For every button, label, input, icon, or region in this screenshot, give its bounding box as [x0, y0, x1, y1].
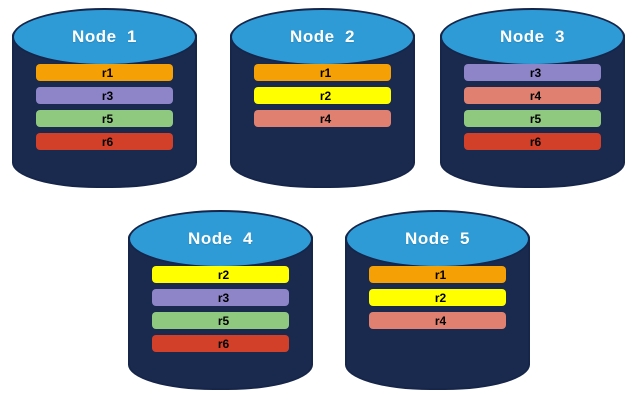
replica-label-r1: r1	[434, 267, 447, 282]
replica-bar-r6[interactable]: r6	[464, 133, 601, 150]
replica-bar-r4[interactable]: r4	[254, 110, 391, 127]
replica-label-r6: r6	[529, 134, 542, 149]
replica-bar-r6[interactable]: r6	[152, 335, 289, 352]
replica-label-r6: r6	[101, 134, 114, 149]
replica-label-r2: r2	[319, 88, 332, 103]
node-2-replica-list: r1 r2 r4	[230, 64, 415, 127]
replica-label-r3: r3	[217, 290, 230, 305]
replica-bar-r3[interactable]: r3	[464, 64, 601, 81]
replica-bar-r2[interactable]: r2	[369, 289, 506, 306]
replica-bar-r2[interactable]: r2	[152, 266, 289, 283]
node-1-replica-list: r1 r3 r5 r6	[12, 64, 197, 150]
replica-label-r2: r2	[434, 290, 447, 305]
node-2-cylinder-top-cap	[230, 8, 415, 66]
replica-label-r5: r5	[217, 313, 230, 328]
replica-bar-r5[interactable]: r5	[152, 312, 289, 329]
replica-bar-r1[interactable]: r1	[254, 64, 391, 81]
replica-bar-r3[interactable]: r3	[152, 289, 289, 306]
replica-label-r2: r2	[217, 267, 230, 282]
node-3-replica-list: r3 r4 r5 r6	[440, 64, 625, 150]
replica-label-r4: r4	[319, 111, 332, 126]
replica-bar-r4[interactable]: r4	[464, 87, 601, 104]
node-4-cylinder-top-cap	[128, 210, 313, 268]
replica-label-r3: r3	[529, 65, 542, 80]
node-4-replica-list: r2 r3 r5 r6	[128, 266, 313, 352]
replica-bar-r5[interactable]: r5	[36, 110, 173, 127]
replica-bar-r2[interactable]: r2	[254, 87, 391, 104]
replica-label-r4: r4	[434, 313, 447, 328]
node-5-cylinder-top-cap	[345, 210, 530, 268]
node-5-replica-list: r1 r2 r4	[345, 266, 530, 329]
replica-label-r1: r1	[319, 65, 332, 80]
replica-bar-r1[interactable]: r1	[36, 64, 173, 81]
replica-bar-r4[interactable]: r4	[369, 312, 506, 329]
replica-label-r3: r3	[101, 88, 114, 103]
node-3-cylinder-top-cap	[440, 8, 625, 66]
replica-label-r5: r5	[529, 111, 542, 126]
node-1-cylinder-top-cap	[12, 8, 197, 66]
replica-label-r6: r6	[217, 336, 230, 351]
replica-bar-r1[interactable]: r1	[369, 266, 506, 283]
replica-label-r4: r4	[529, 88, 542, 103]
replica-label-r5: r5	[101, 111, 114, 126]
replica-bar-r3[interactable]: r3	[36, 87, 173, 104]
replica-bar-r5[interactable]: r5	[464, 110, 601, 127]
replica-label-r1: r1	[101, 65, 114, 80]
replica-bar-r6[interactable]: r6	[36, 133, 173, 150]
